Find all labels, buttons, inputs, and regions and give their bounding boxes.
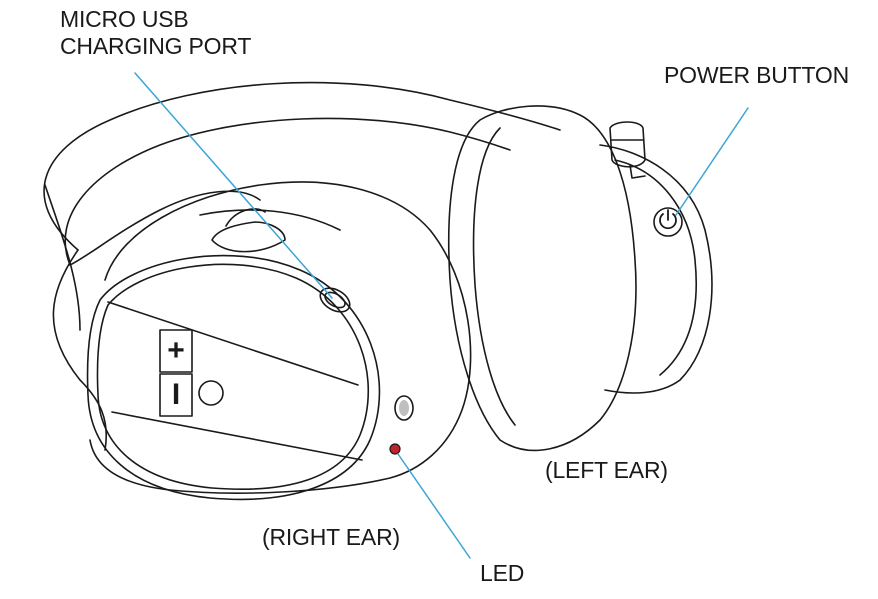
headband-inner-lower xyxy=(69,190,261,266)
volume-down-label: I xyxy=(171,378,181,411)
headband-outer-edge xyxy=(52,249,108,451)
right-ear-label: (RIGHT EAR) xyxy=(262,524,400,550)
led-label: LED xyxy=(480,560,525,586)
left-ear-cushion-inner xyxy=(472,127,516,426)
left-ear-cushion xyxy=(447,105,637,452)
usb-leader-line xyxy=(134,72,333,299)
left-yoke xyxy=(609,121,646,168)
right-yoke xyxy=(211,221,286,253)
power-button-outline xyxy=(653,207,683,237)
micro-usb-label: MICRO USB CHARGING PORT xyxy=(60,6,251,60)
left-ear-cup-rim xyxy=(614,159,698,376)
led-leader-line xyxy=(397,453,471,559)
control-strip-bottom xyxy=(111,411,363,461)
right-ear-cup xyxy=(89,181,472,494)
headband xyxy=(43,81,561,251)
right-ear-plate xyxy=(86,254,381,501)
power-button-label: POWER BUTTON xyxy=(664,62,850,88)
micro-usb-port xyxy=(319,287,351,313)
left-ear-cup-shell xyxy=(599,144,713,394)
control-strip-top xyxy=(107,301,359,386)
right-ear-cup-slope xyxy=(199,209,341,231)
left-ear-label: (LEFT EAR) xyxy=(545,457,668,483)
right-ear-plate-inner xyxy=(96,263,370,491)
headband-strip xyxy=(44,184,81,331)
side-button xyxy=(394,395,414,421)
side-button-fill xyxy=(399,400,409,416)
micro-usb-label-line1: MICRO USB xyxy=(60,6,189,32)
micro-usb-port-inner xyxy=(324,291,346,309)
volume-up-button xyxy=(159,329,193,373)
micro-usb-label-line2: CHARGING PORT xyxy=(60,33,252,59)
right-yoke-top xyxy=(225,208,266,227)
power-leader-line xyxy=(675,107,749,216)
volume-up-label: + xyxy=(167,334,185,367)
headband-inner xyxy=(64,117,511,266)
led-indicator xyxy=(389,443,401,455)
left-yoke-foot xyxy=(629,164,646,179)
power-icon xyxy=(659,209,677,230)
control-knob xyxy=(198,380,224,406)
volume-down-button xyxy=(159,373,193,417)
